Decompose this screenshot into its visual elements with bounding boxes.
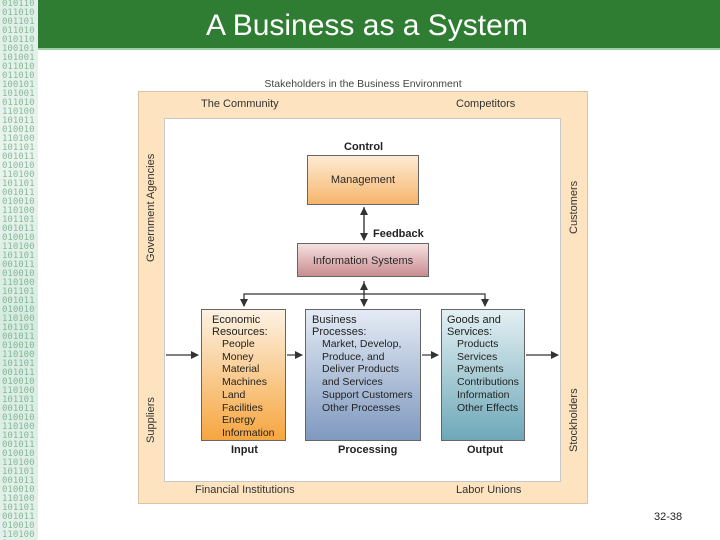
output-heading-line1: Goods and	[447, 314, 501, 326]
list-item: Produce, and	[322, 350, 385, 363]
list-item: Information	[457, 388, 510, 401]
stakeholder-labor-unions: Labor Unions	[456, 484, 522, 496]
processing-box: Business Processes: Market, Develop, Pro…	[305, 309, 421, 441]
stakeholder-competitors: Competitors	[456, 98, 516, 110]
list-item: Machines	[222, 376, 267, 389]
environment-caption: Stakeholders in the Business Environment	[264, 78, 462, 90]
input-heading-line1: Economic	[212, 314, 261, 326]
processing-items-list: Market, Develop, Produce, and Deliver Pr…	[322, 338, 412, 414]
list-item: Deliver Products	[322, 363, 400, 376]
list-item: Other Processes	[322, 401, 401, 414]
management-box: Management	[307, 155, 419, 205]
list-item: People	[222, 338, 255, 350]
decorative-code-pattern: 0101100110100011010110100101101001011010…	[2, 0, 35, 540]
decorative-side-strip: 0101100110100011010110100101101001011010…	[0, 0, 38, 540]
information-systems-label: Information Systems	[312, 255, 414, 267]
input-heading-line2: Resources:	[212, 326, 268, 338]
list-item: Services	[457, 350, 498, 363]
management-label: Management	[330, 174, 396, 186]
list-item: Information	[222, 426, 275, 439]
list-item: Energy	[222, 414, 256, 427]
output-label: Output	[467, 444, 504, 456]
input-label: Input	[231, 444, 258, 456]
input-heading: Economic Resources:	[212, 314, 268, 338]
input-box: Economic Resources: People Money Materia…	[201, 309, 286, 441]
list-item: Facilities	[222, 401, 263, 414]
output-heading: Goods and Services:	[447, 314, 501, 338]
stakeholder-financial-institutions: Financial Institutions	[195, 484, 295, 496]
list-item: Support Customers	[322, 388, 413, 401]
processing-label: Processing	[338, 444, 398, 456]
slide-title: A Business as a System	[206, 9, 528, 42]
list-item: Products	[457, 338, 499, 350]
list-item: Material	[222, 363, 260, 376]
slide-header-bar	[38, 0, 720, 50]
output-box: Goods and Services: Products Services Pa…	[441, 309, 525, 441]
list-item: Money	[222, 350, 254, 363]
input-items-list: People Money Material Machines Land Faci…	[222, 338, 275, 440]
page-number: 32-38	[654, 511, 683, 523]
list-item: Other Effects	[457, 401, 519, 414]
feedback-label: Feedback	[373, 228, 424, 240]
processing-heading-line1: Business	[312, 314, 357, 326]
list-item: Land	[222, 388, 246, 401]
list-item: Contributions	[457, 376, 519, 389]
output-heading-line2: Services:	[447, 326, 493, 338]
list-item: Payments	[457, 363, 504, 376]
list-item: Market, Develop,	[322, 338, 402, 350]
processing-heading-line2: Processes:	[312, 326, 367, 338]
stakeholder-community: The Community	[201, 98, 279, 110]
list-item: and Services	[322, 376, 383, 389]
control-label: Control	[344, 141, 384, 153]
information-systems-box: Information Systems	[297, 243, 429, 277]
processing-heading: Business Processes:	[312, 314, 366, 338]
output-items-list: Products Services Payments Contributions…	[457, 338, 519, 414]
